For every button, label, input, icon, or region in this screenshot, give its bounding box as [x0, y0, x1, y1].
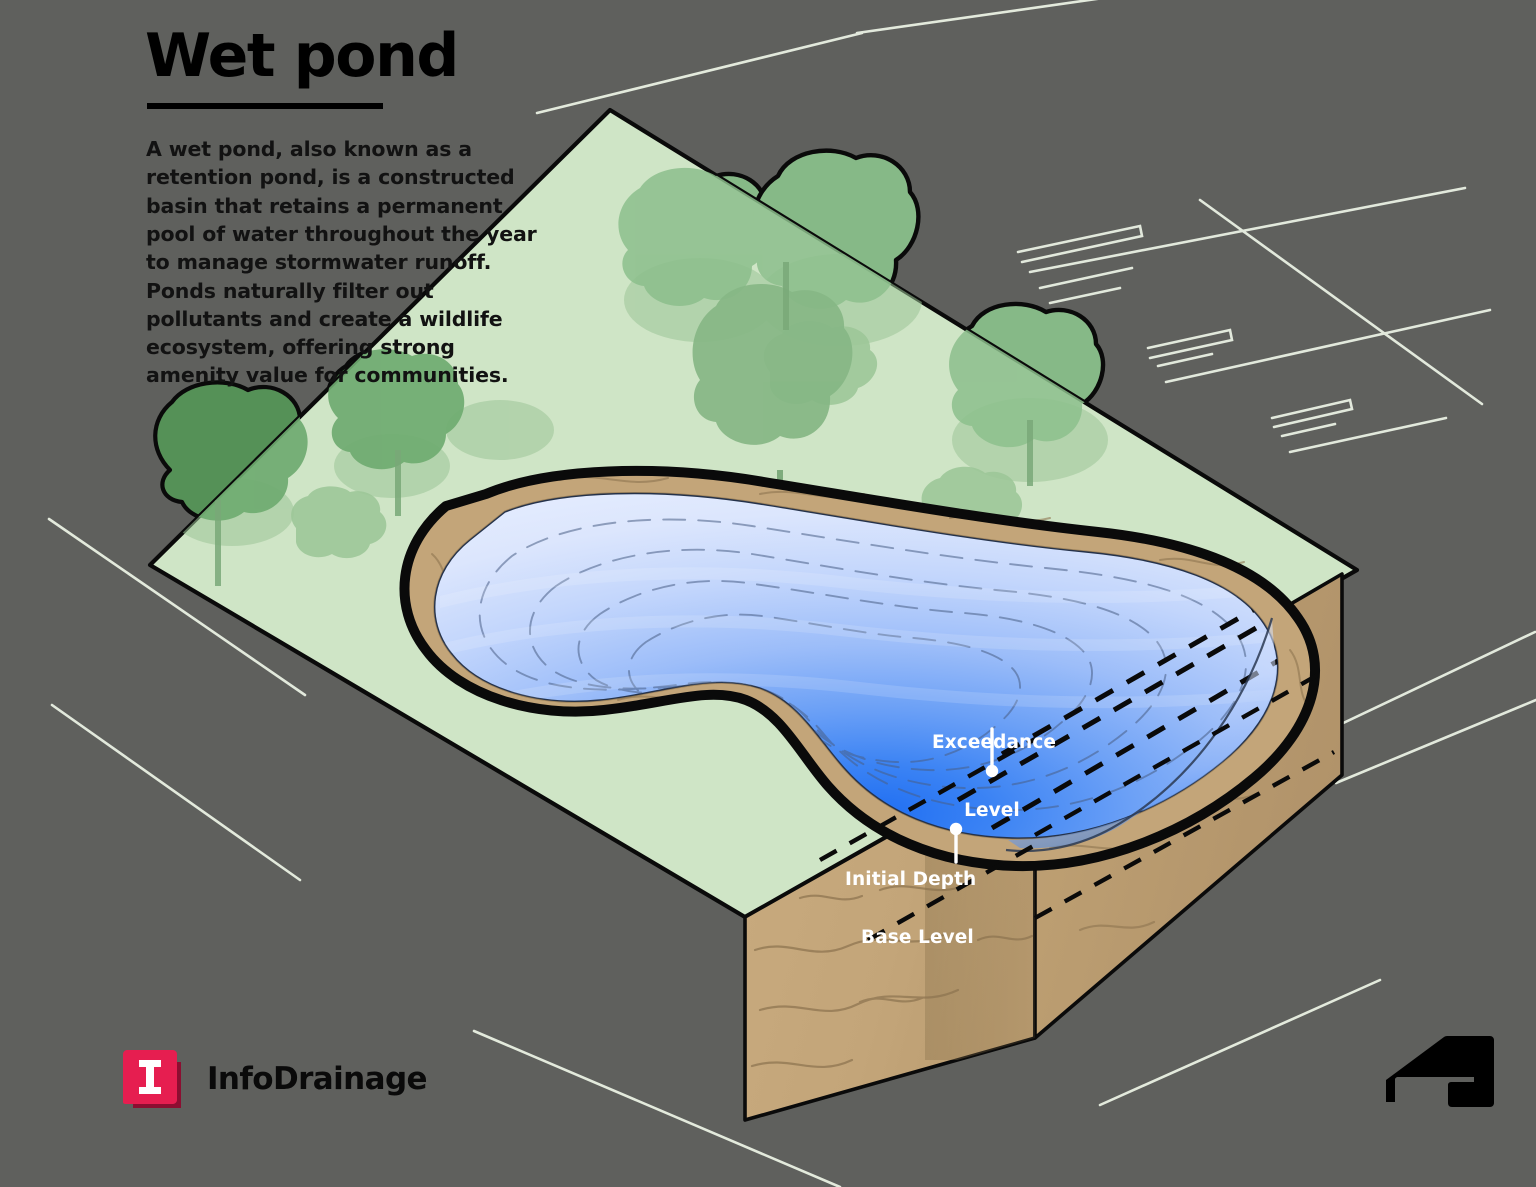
level-dashes-front-face: [818, 666, 1336, 942]
label-exceedance-level: Exceedance Level: [932, 687, 1057, 868]
label-exceedance-level-line1: Exceedance: [932, 732, 1057, 754]
water-bands: [440, 567, 1278, 712]
intro-paragraph: A wet pond, also known as a retention po…: [146, 137, 537, 388]
autodesk-logo: [1386, 1033, 1494, 1109]
label-leaders: [949, 727, 999, 864]
intro-text-block: Wet pond A wet pond, also known as a ret…: [145, 21, 545, 390]
page-title: Wet pond: [145, 21, 459, 91]
infodrainage-wordmark: InfoDrainage: [207, 1061, 428, 1097]
title-underline-rule: [147, 103, 383, 110]
background-contour-lines: [47, 0, 1536, 1187]
label-initial-depth: Initial Depth: [845, 869, 977, 890]
pond-outline: [399, 465, 1321, 872]
label-base-level: Base Level: [861, 927, 974, 948]
infodrainage-logo: InfoDrainage: [117, 1042, 428, 1116]
infodrainage-cube-icon: [117, 1042, 191, 1116]
label-exceedance-level-line2: Level: [964, 799, 1020, 821]
